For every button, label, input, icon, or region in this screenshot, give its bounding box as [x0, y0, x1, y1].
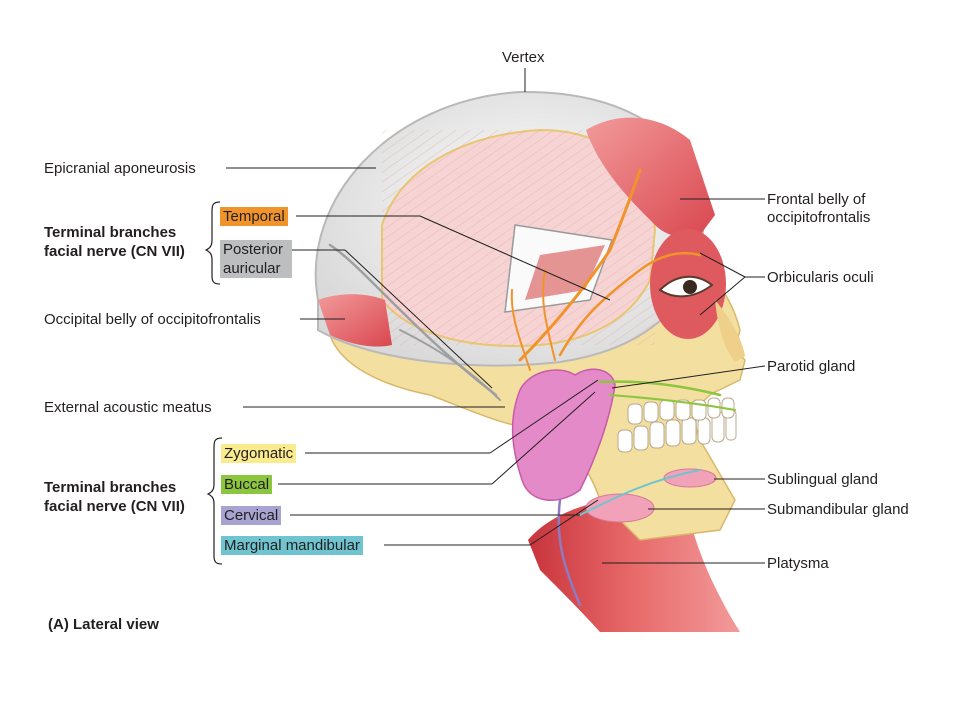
group-upper-title-line1: Terminal branches	[44, 224, 177, 241]
branch-posterior-auricular-line2: auricular	[220, 259, 292, 278]
group-lower-title-line1: Terminal branches	[44, 479, 177, 496]
branch-temporal: Temporal	[220, 207, 288, 226]
branch-cervical: Cervical	[221, 506, 282, 525]
label-platysma: Platysma	[767, 555, 829, 572]
brace-upper	[204, 201, 221, 285]
label-submandibular-gland: Submandibular gland	[767, 501, 909, 518]
brace-lower	[206, 437, 223, 565]
label-epicranial-aponeurosis: Epicranial aponeurosis	[44, 160, 196, 177]
occipital-belly-muscle	[318, 294, 392, 347]
label-frontal-belly-line1: Frontal belly of	[767, 191, 866, 208]
parotid-gland-shape	[511, 368, 616, 501]
branch-zygomatic: Zygomatic	[221, 444, 297, 463]
teeth	[617, 397, 737, 453]
group-upper-title-line2: facial nerve (CN VII)	[44, 243, 185, 260]
label-external-acoustic-meatus: External acoustic meatus	[44, 399, 212, 416]
branch-marginal-mandibular: Marginal mandibular	[221, 536, 363, 555]
nose-bone	[715, 300, 745, 362]
label-frontal-belly-line2: occipitofrontalis	[767, 209, 871, 226]
label-sublingual-gland: Sublingual gland	[767, 471, 878, 488]
label-occipital-belly: Occipital belly of occipitofrontalis	[44, 311, 261, 328]
leader-lines	[226, 68, 766, 564]
group-lower-title-line2: facial nerve (CN VII)	[44, 498, 185, 515]
facial-nerve-branches	[328, 168, 736, 607]
branch-posterior-auricular-line1: Posterior	[220, 240, 292, 259]
frontal-belly-muscle	[586, 117, 715, 237]
label-parotid-gland: Parotid gland	[767, 358, 856, 375]
label-orbicularis-oculi: Orbicularis oculi	[767, 269, 874, 286]
label-vertex: Vertex	[502, 49, 545, 66]
branch-buccal: Buccal	[221, 475, 273, 494]
figure-caption: (A) Lateral view	[48, 616, 159, 633]
